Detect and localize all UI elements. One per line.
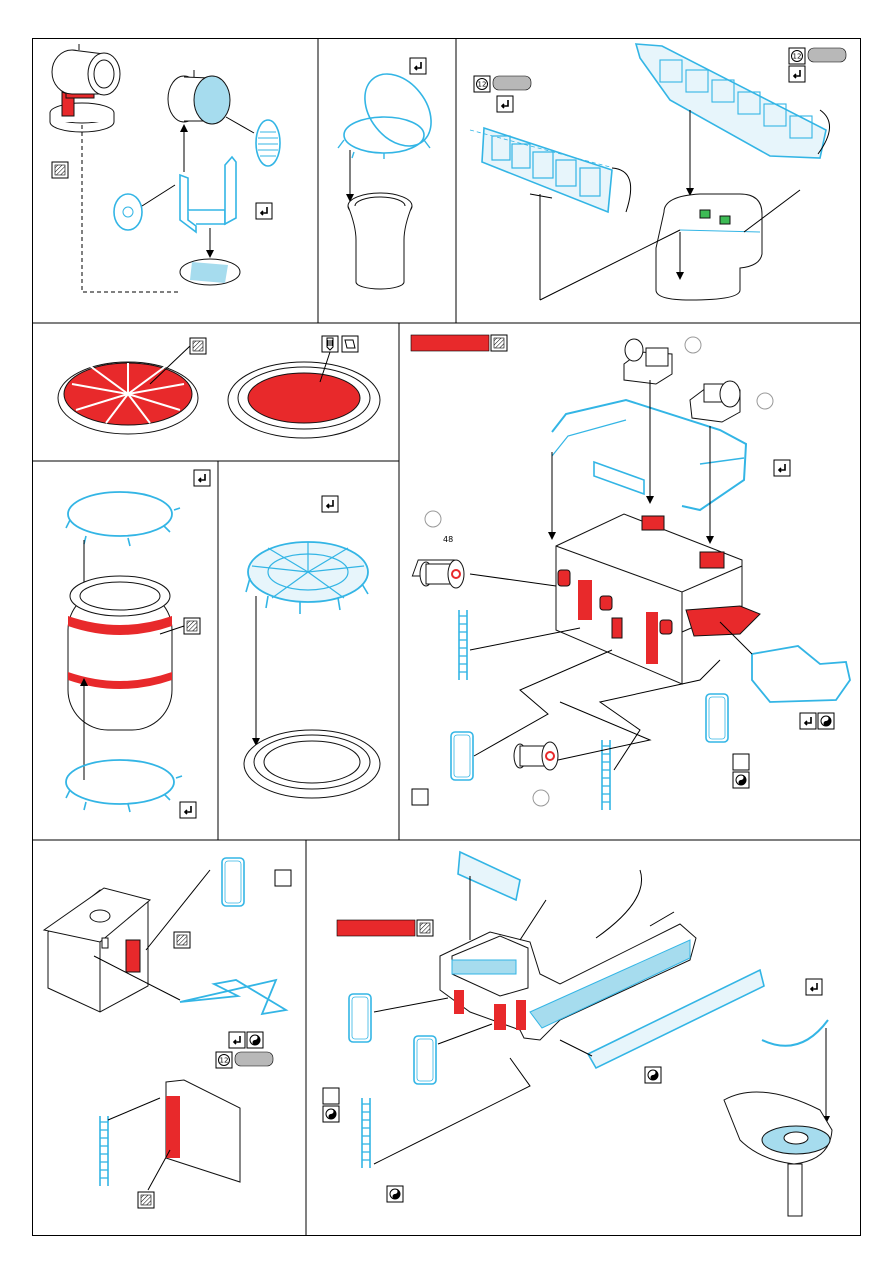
paint-swatch-icon [52,162,68,178]
fold-icon [410,58,426,74]
ladder-part [100,1116,108,1186]
door-part [414,1036,436,1084]
step-box [323,1088,339,1104]
bend-icon [645,1067,661,1083]
panel-oval-funnel [66,470,210,818]
glass-icon [342,336,358,352]
panel-lamp-cover [338,58,445,289]
bend-icon [733,772,749,788]
paint-swatch-icon [174,932,190,948]
reel-part [420,560,464,588]
part-number-badge [493,76,531,90]
fold-icon [497,96,513,112]
fold-icon [789,66,805,82]
door-part [222,858,244,906]
fold-icon [194,470,210,486]
part-badge-icon [216,1052,232,1068]
panel-oval-cage [244,496,380,798]
step-box [733,754,749,770]
panel-bridge-assembly [323,852,832,1216]
fold-icon [229,1032,245,1048]
door-part [706,694,728,742]
paint-swatch-icon [184,618,200,634]
panel-searchlight [50,44,280,292]
paint-swatch-icon [417,920,433,936]
fold-icon [256,203,272,219]
step-box [412,789,428,805]
door-part [349,994,371,1042]
panel-oval-hatches [58,336,380,438]
ladder-part [362,1098,370,1168]
bend-icon [818,713,834,729]
reel-mark-label: 48 [443,535,453,544]
fold-icon [806,979,822,995]
bend-icon [387,1186,403,1202]
paint-color-label [337,920,415,936]
fold-icon [322,496,338,512]
panel-deckhouse-main: 48 [411,335,850,810]
paint-swatch-icon [190,338,206,354]
paint-swatch-icon [491,335,507,351]
paint-color-label [411,335,489,351]
part-badge-icon [789,48,805,64]
part-badge-icon [474,76,490,92]
panel-small-house [44,858,291,1208]
part-number-badge [808,48,846,62]
fold-icon [800,713,816,729]
fold-icon [774,460,790,476]
step-box [275,870,291,886]
reel-part [514,742,558,770]
bend-icon [247,1032,263,1048]
part-number-badge [235,1052,273,1066]
ladder-part [459,610,467,680]
bend-icon [323,1106,339,1122]
panel-radar-screens [470,44,846,300]
paint-swatch-icon [138,1192,154,1208]
fold-icon [180,802,196,818]
door-part [451,732,473,780]
glue-tube-icon [322,336,338,352]
